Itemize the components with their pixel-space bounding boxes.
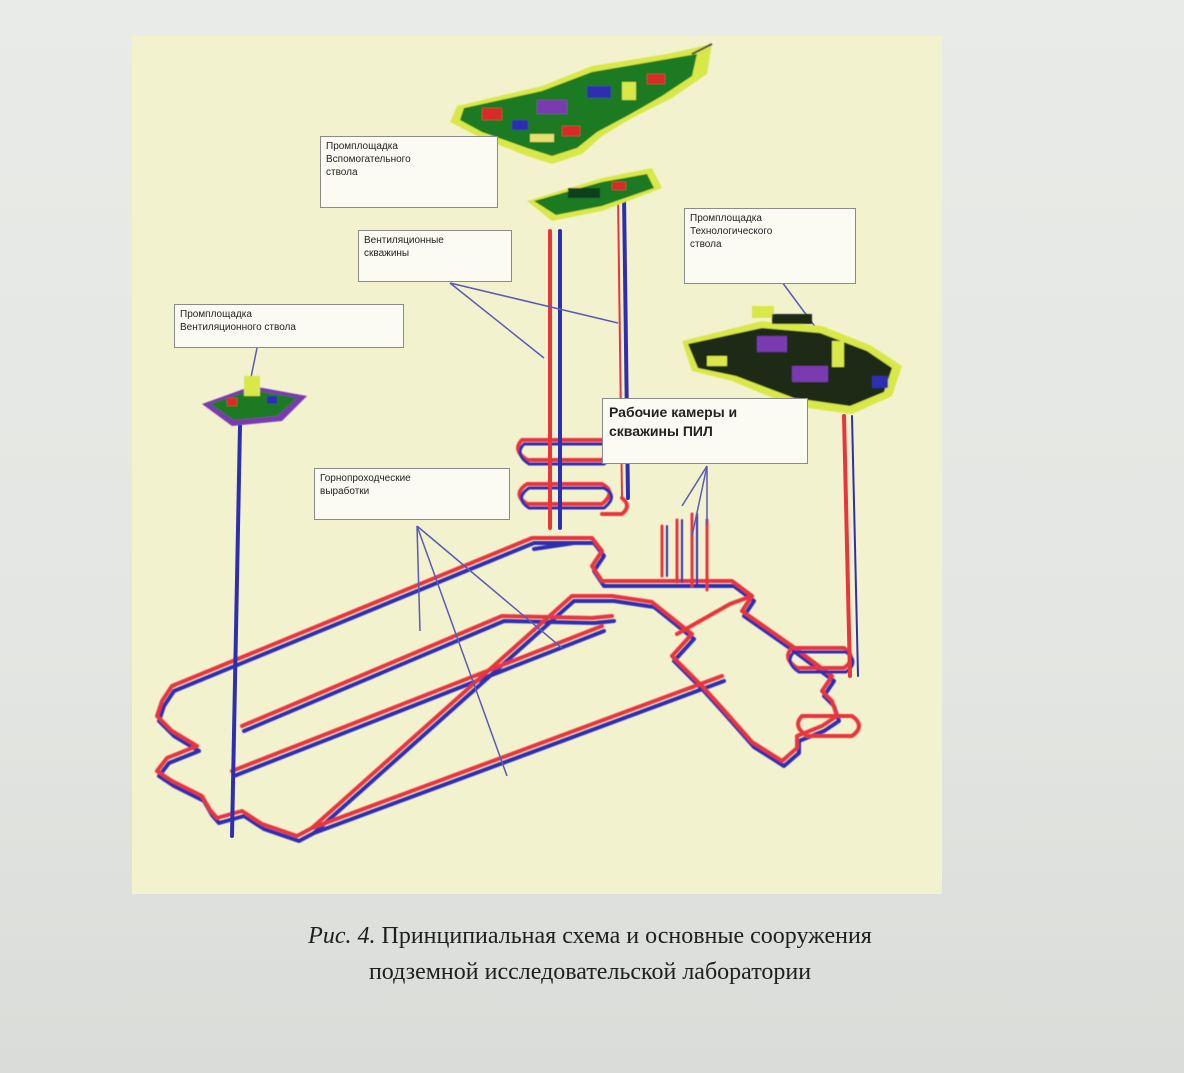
label-mine-workings: Горнопроходческие выработки xyxy=(314,468,510,520)
leader-lines xyxy=(247,281,823,777)
label-aux-shaft-site: Промплощадка Вспомогательного ствола xyxy=(320,136,498,208)
aux-shaft-site-icon xyxy=(450,43,713,221)
diagram-figure: Промплощадка Вспомогательного ствола Вен… xyxy=(132,36,942,894)
label-ventilation-wells: Вентиляционные скважины xyxy=(358,230,512,282)
vent-shaft-site-icon xyxy=(202,376,307,426)
figure-caption: Рис. 4. Принципиальная схема и основные … xyxy=(150,918,1030,990)
figure-caption-text: Принципиальная схема и основные сооружен… xyxy=(368,923,872,985)
label-work-chambers: Рабочие камеры и скважины ПИЛ xyxy=(602,398,808,464)
label-vent-shaft-site: Промплощадка Вентиляционного ствола xyxy=(174,304,404,348)
diagram-canvas xyxy=(155,43,902,843)
tech-shaft-site-icon xyxy=(682,306,902,414)
figure-number: Рис. 4. xyxy=(308,923,376,949)
label-tech-shaft-site: Промплощадка Технологического ствола xyxy=(684,208,856,284)
